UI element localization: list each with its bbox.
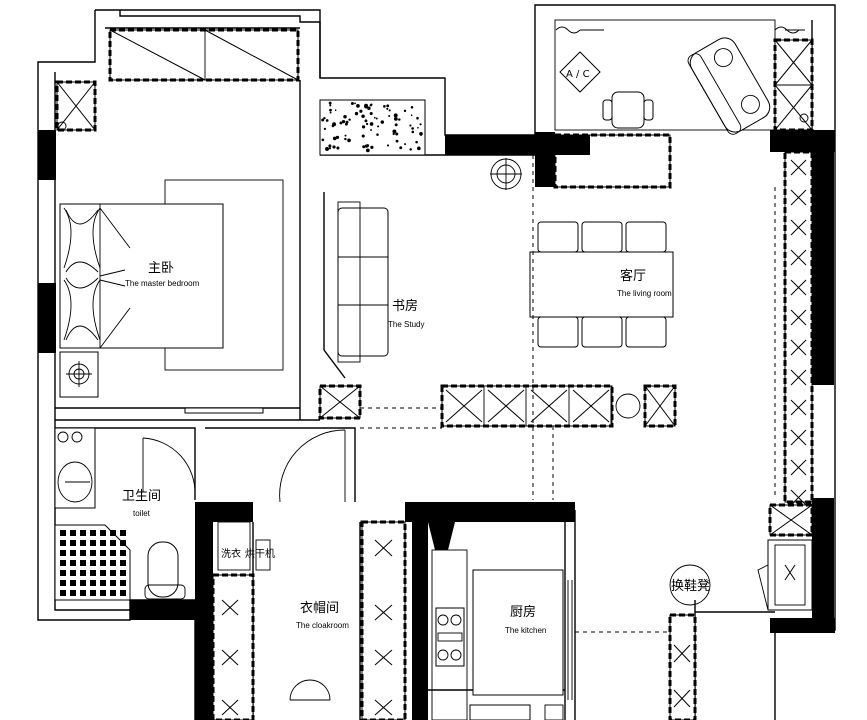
shoe-bench-label: 换鞋凳 — [671, 578, 710, 594]
study-label-cn: 书房 — [392, 298, 418, 314]
living-room-label-en: The living room — [617, 289, 672, 298]
compass-icon — [490, 158, 522, 190]
terrazzo-pattern — [321, 101, 423, 153]
washer-label: 洗衣 — [221, 547, 241, 560]
ac-label: A / C — [566, 69, 590, 80]
walls — [37, 4, 836, 720]
dryer-label: 烘干机 — [245, 547, 275, 560]
bathroom-label-en: toilet — [133, 509, 151, 518]
bathroom-label-cn: 卫生间 — [122, 489, 161, 504]
living-room: A / C — [360, 19, 814, 720]
master-bedroom: 主卧 The master bedroom — [59, 179, 284, 414]
kitchen-label-cn: 厨房 — [510, 604, 536, 620]
kitchen: 厨房 The kitchen — [431, 549, 573, 720]
ac-unit-icon — [559, 51, 601, 93]
cloakroom-label-cn: 衣帽间 — [300, 600, 339, 616]
kitchen-label-en: The kitchen — [505, 626, 546, 635]
study: 书房 The Study — [318, 192, 424, 420]
bathroom: 卫生间 toilet — [54, 427, 196, 601]
cloakroom: 洗衣 烘干机 衣帽间 The cloakroom — [211, 429, 407, 720]
stove-icon — [435, 607, 465, 667]
master-bedroom-label-cn: 主卧 — [148, 261, 174, 276]
cloakroom-label-en: The cloakroom — [296, 621, 349, 630]
study-label-en: The Study — [388, 320, 424, 329]
master-bedroom-label-en: The master bedroom — [125, 279, 200, 288]
living-room-label-cn: 客厅 — [620, 268, 646, 284]
